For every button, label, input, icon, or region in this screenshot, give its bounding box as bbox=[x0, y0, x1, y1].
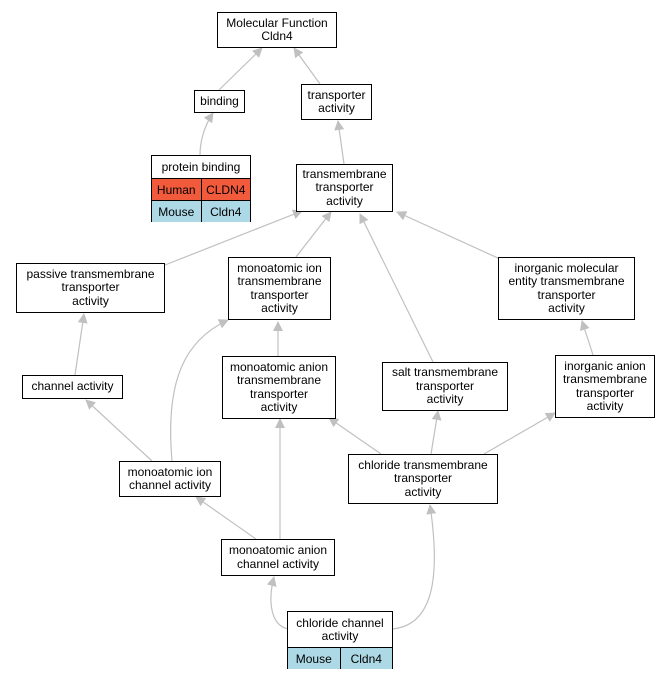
node-inorganic-molecular-entity-transmembrane-transporter-activity[interactable]: inorganic molecular entity transmembrane… bbox=[498, 257, 635, 320]
annotation-row-mouse: Mouse Cldn4 bbox=[152, 200, 250, 222]
node-chloride-channel-activity[interactable]: chloride channel activity Mouse Cldn4 bbox=[287, 611, 393, 669]
node-binding[interactable]: binding bbox=[194, 90, 245, 113]
annotation-row-mouse: Mouse Cldn4 bbox=[288, 647, 392, 669]
gene-cldn4-human: CLDN4 bbox=[200, 179, 251, 200]
node-passive-transmembrane-transporter-activity[interactable]: passive transmembrane transporter activi… bbox=[16, 263, 165, 313]
edge-chloride-tm-inorganic-anion bbox=[483, 412, 556, 455]
gene-cldn4-mouse: Cldn4 bbox=[200, 201, 251, 222]
edge-channel-passive bbox=[74, 313, 88, 376]
chloride-channel-label: chloride channel activity bbox=[296, 615, 384, 643]
edge-tm-transporter bbox=[334, 120, 345, 165]
species-mouse: Mouse bbox=[158, 204, 195, 219]
edge-chloride-channel-chloride-tm bbox=[391, 504, 437, 630]
edge-inorganic-anion-inorganic bbox=[580, 320, 594, 356]
edge-binding-root bbox=[218, 47, 263, 91]
node-inorganic-anion-transmembrane-transporter-activity[interactable]: inorganic anion transmembrane transporte… bbox=[555, 355, 655, 418]
edge-inorganic-tm bbox=[396, 211, 501, 260]
node-transporter-activity[interactable]: transporter activity bbox=[301, 84, 372, 120]
edge-monoion-channel-monoion-tm bbox=[170, 319, 229, 462]
edge-monoion-tm bbox=[295, 211, 332, 258]
species-human: Human bbox=[156, 182, 196, 197]
edge-salt-tm bbox=[359, 213, 434, 363]
node-monoatomic-ion-channel-activity[interactable]: monoatomic ion channel activity bbox=[119, 461, 221, 497]
edge-chloride-tm-monoanion-tm bbox=[328, 417, 382, 455]
edge-chloride-channel-monoanion-channel bbox=[266, 576, 289, 630]
annotation-row-human: Human CLDN4 bbox=[152, 178, 250, 200]
edge-transporter-root bbox=[293, 47, 321, 85]
node-salt-transmembrane-transporter-activity[interactable]: salt transmembrane transporter activity bbox=[382, 362, 508, 411]
node-protein-binding[interactable]: protein binding Human CLDN4 Mouse Cldn4 bbox=[151, 155, 251, 222]
edge-monoanion-channel-monoion-channel bbox=[195, 496, 257, 540]
node-chloride-transmembrane-transporter-activity[interactable]: chloride transmembrane transporter activ… bbox=[348, 454, 498, 504]
protein-binding-label: protein binding bbox=[161, 159, 241, 174]
edge-protein-binding-binding bbox=[199, 112, 214, 156]
edge-chloride-tm-salt bbox=[430, 410, 442, 455]
edge-monoion-channel-channel bbox=[85, 399, 153, 462]
edge-passive-tm bbox=[164, 209, 303, 266]
node-channel-activity[interactable]: channel activity bbox=[22, 375, 123, 399]
node-monoatomic-ion-transmembrane-transporter-activity[interactable]: monoatomic ion transmembrane transporter… bbox=[228, 257, 331, 320]
gene-cldn4-mouse: Cldn4 bbox=[339, 648, 393, 669]
node-transmembrane-transporter-activity[interactable]: transmembrane transporter activity bbox=[296, 164, 393, 212]
node-monoatomic-anion-channel-activity[interactable]: monoatomic anion channel activity bbox=[221, 539, 335, 576]
species-mouse: Mouse bbox=[295, 651, 332, 666]
node-monoatomic-anion-transmembrane-transporter-activity[interactable]: monoatomic anion transmembrane transport… bbox=[222, 356, 336, 419]
node-molecular-function-root[interactable]: Molecular Function Cldn4 bbox=[217, 12, 337, 48]
